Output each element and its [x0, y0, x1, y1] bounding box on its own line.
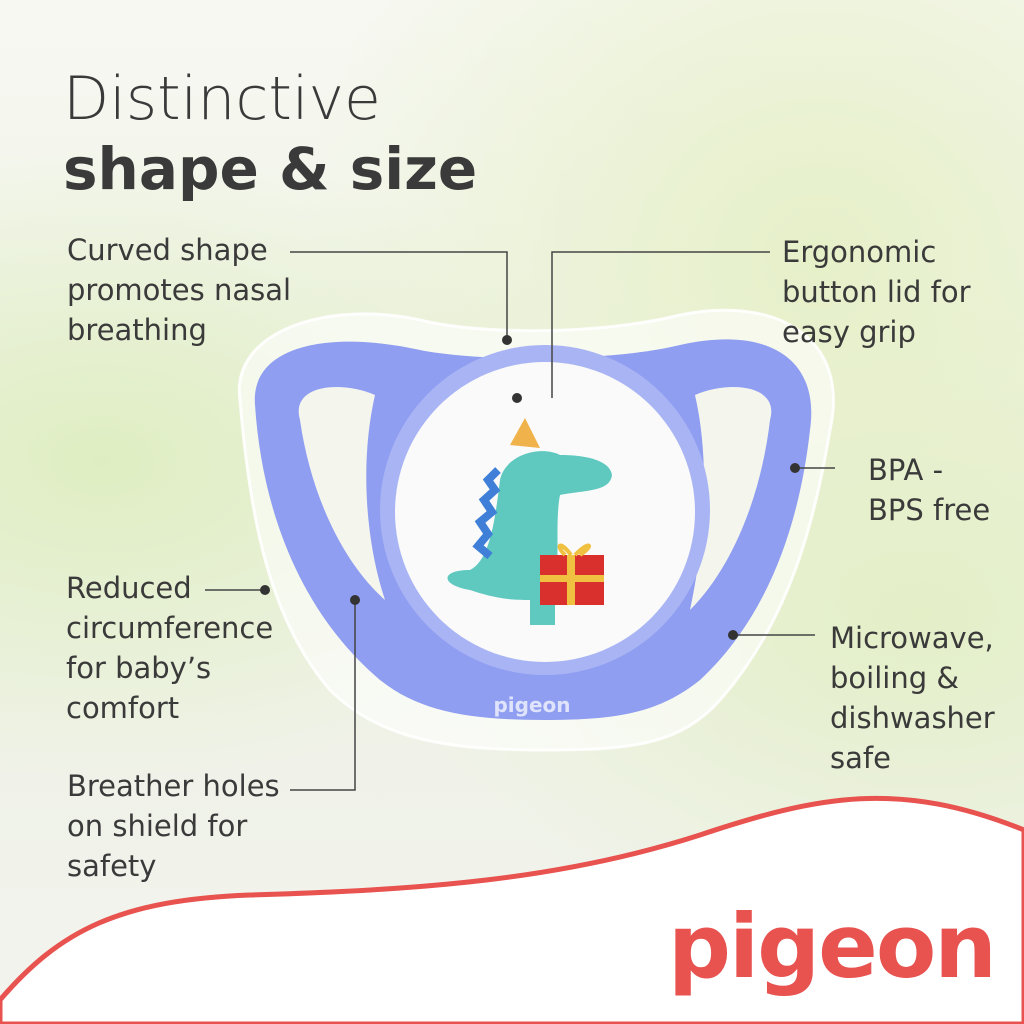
heading-line2: shape & size	[63, 135, 478, 203]
heading-line1: Distinctive	[63, 64, 381, 134]
callout-curved-shape: Curved shape promotes nasal breathing	[67, 233, 292, 347]
callout-bpa-free: BPA - BPS free	[868, 453, 991, 527]
callout-reduced-circumference: Reduced circumference for baby’s comfort	[66, 571, 274, 725]
callout-ergonomic: Ergonomic button lid for easy grip	[782, 235, 971, 349]
pigeon-logo: pigeon	[668, 895, 997, 998]
leader-lines	[205, 251, 835, 791]
bottom-wave	[0, 795, 1024, 1024]
dinosaur-graphic	[447, 418, 612, 625]
callout-breather-holes: Breather holes on shield for safety	[67, 769, 280, 883]
breather-hole-right	[690, 387, 772, 610]
breather-hole-left	[298, 387, 385, 600]
shield-brand-text: pigeon	[493, 693, 570, 717]
callout-microwave-safe: Microwave, boiling & dishwasher safe	[830, 621, 995, 775]
leader-dots	[260, 335, 800, 640]
